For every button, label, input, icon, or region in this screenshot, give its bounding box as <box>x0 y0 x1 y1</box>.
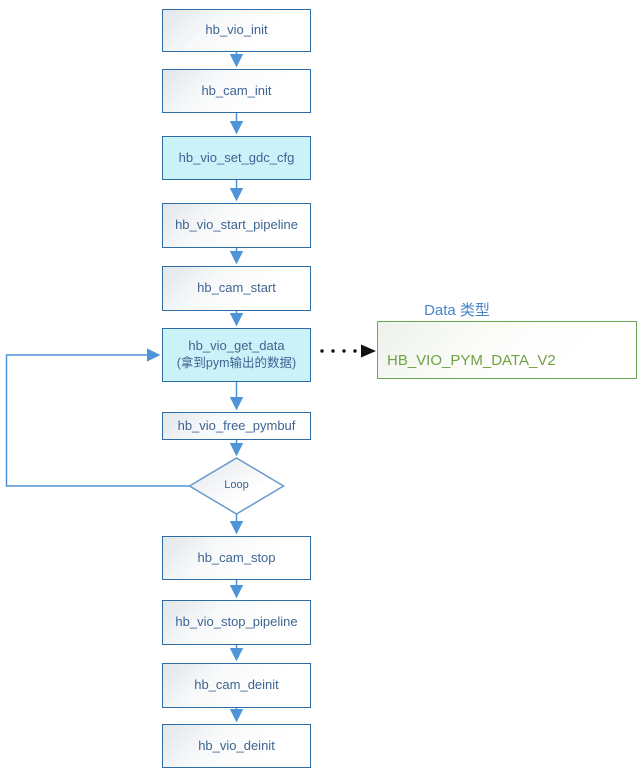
flow-step-hb-cam-start: hb_cam_start <box>162 266 311 311</box>
loop-diamond <box>188 457 285 515</box>
data-type-box: HB_VIO_PYM_DATA_V2 <box>377 321 637 379</box>
step-label: hb_vio_get_data <box>188 338 285 354</box>
loop-decision-label: Loop <box>224 479 249 491</box>
step-label: hb_cam_start <box>197 280 276 296</box>
step-label: hb_vio_stop_pipeline <box>175 614 298 630</box>
step-label: hb_vio_set_gdc_cfg <box>178 149 295 165</box>
flow-step-hb-vio-get-data: hb_vio_get_data (拿到pym输出的数据) <box>162 328 311 382</box>
step-label: hb_cam_stop <box>197 549 276 565</box>
data-type-value: HB_VIO_PYM_DATA_V2 <box>387 352 556 369</box>
flow-step-hb-vio-set-gdc-cfg: hb_vio_set_gdc_cfg <box>162 136 311 180</box>
loop-back-connector <box>5 348 190 487</box>
flow-step-hb-vio-init: hb_vio_init <box>162 9 311 52</box>
dotted-arrowhead-icon <box>361 344 376 358</box>
data-type-title: Data 类型 <box>424 302 490 319</box>
flow-step-hb-cam-init: hb_cam_init <box>162 69 311 113</box>
flow-step-hb-cam-stop: hb_cam_stop <box>162 536 311 580</box>
flow-step-hb-cam-deinit: hb_cam_deinit <box>162 663 311 708</box>
flow-step-hb-vio-free-pymbuf: hb_vio_free_pymbuf <box>162 412 311 440</box>
flow-step-hb-vio-stop-pipeline: hb_vio_stop_pipeline <box>162 600 311 645</box>
step-sublabel: (拿到pym输出的数据) <box>176 356 297 371</box>
step-label: hb_cam_init <box>201 82 272 98</box>
dotted-connector <box>320 344 376 358</box>
step-label: hb_vio_free_pymbuf <box>177 417 296 433</box>
flow-step-hb-vio-start-pipeline: hb_vio_start_pipeline <box>162 203 311 248</box>
step-label: hb_vio_start_pipeline <box>175 217 298 233</box>
step-label: hb_vio_init <box>205 22 268 38</box>
flow-step-hb-vio-deinit: hb_vio_deinit <box>162 724 311 768</box>
step-label: hb_vio_deinit <box>198 737 275 753</box>
step-label: hb_cam_deinit <box>194 677 279 693</box>
